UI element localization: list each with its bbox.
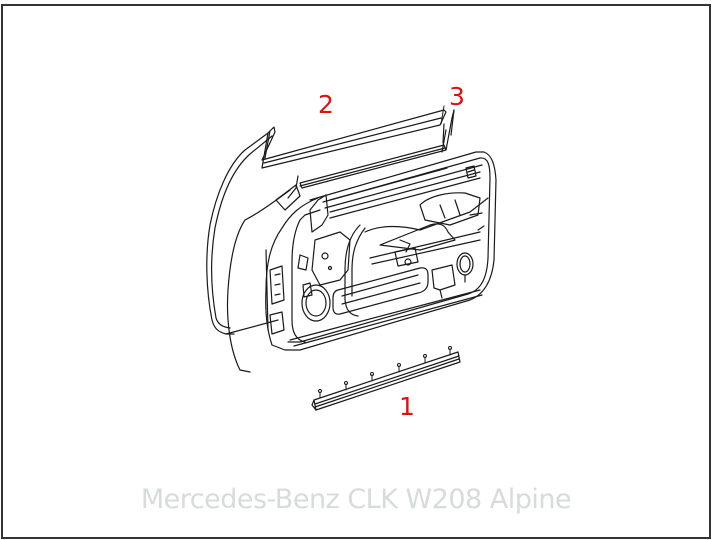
callout-label-2: 2: [318, 90, 334, 119]
door-shell: [265, 151, 497, 351]
callout-label-3: 3: [449, 82, 465, 111]
callout-3-leader-line: [440, 105, 445, 125]
lower-door-seal-strip-part-1: [311, 346, 461, 411]
inner-seal-line: [226, 175, 301, 373]
callout-label-1: 1: [399, 392, 415, 421]
watermark-text: Mercedes-Benz CLK W208 Alpine: [140, 484, 572, 515]
door-frame-weatherstrip-part-2: [206, 109, 447, 335]
diagram-frame: [1, 4, 711, 539]
